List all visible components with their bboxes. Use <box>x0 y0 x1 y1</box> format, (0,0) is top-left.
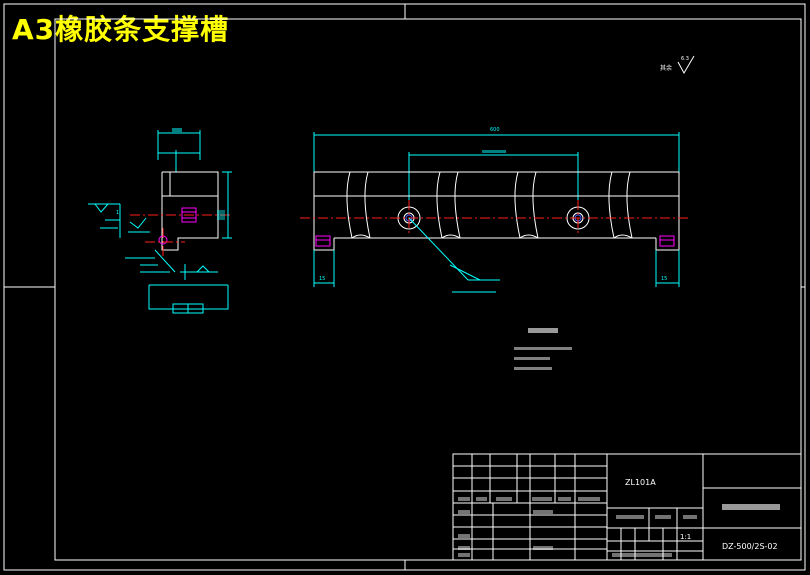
technical-requirements <box>514 328 572 370</box>
centre-marks <box>4 4 805 570</box>
svg-text:6.3: 6.3 <box>681 56 689 62</box>
title-block <box>452 453 802 561</box>
surface-finish-symbol: 其余 6.3 <box>660 55 695 75</box>
svg-text:1: 1 <box>116 210 119 216</box>
front-view: 600 <box>300 127 690 293</box>
side-view: 1 <box>88 128 232 314</box>
sheet-border <box>3 3 806 571</box>
part-number-label: DZ-500/2S-02 <box>722 542 778 551</box>
overall-length-dim: 600 <box>490 127 500 133</box>
scale-label: 1:1 <box>680 533 691 541</box>
end-width-left-dim: 15 <box>319 276 325 282</box>
material-label: ZL101A <box>625 478 656 487</box>
drawing-frame <box>54 18 802 561</box>
title-block-marks <box>458 497 780 557</box>
end-width-right-dim: 15 <box>661 276 667 282</box>
svg-text:其余: 其余 <box>660 64 672 72</box>
